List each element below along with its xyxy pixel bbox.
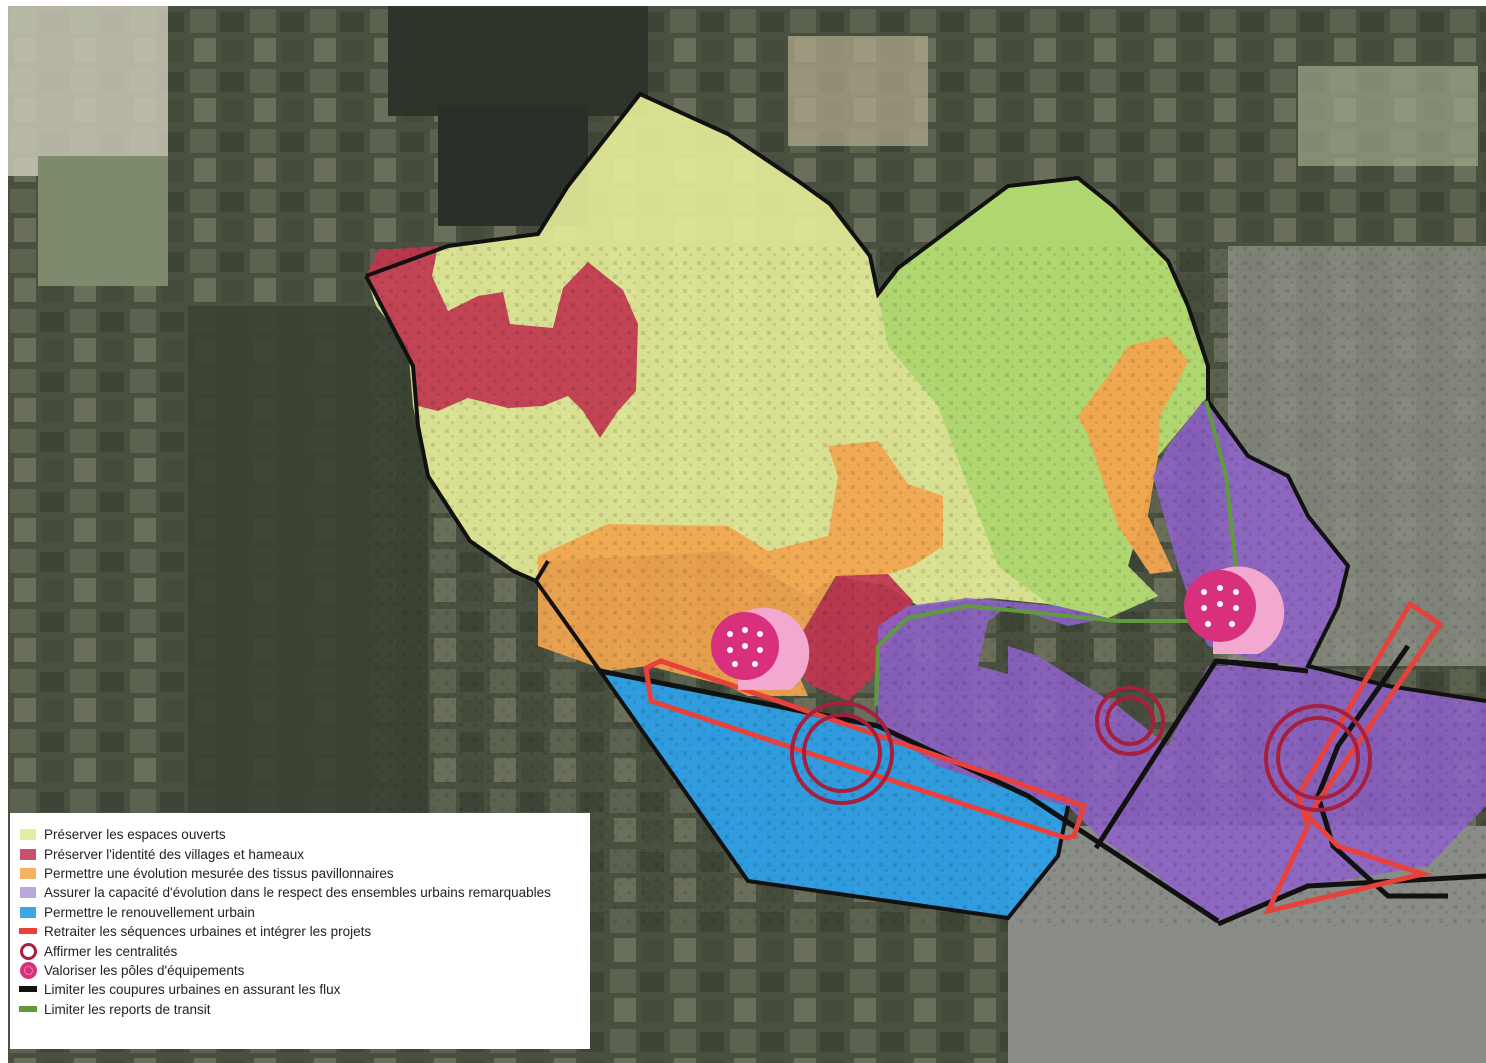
transit-line [874,400,1241,707]
legend-equipment-icon [18,961,38,980]
centrality-west [790,701,894,805]
map-legend: Préserver les espaces ouverts Préserver … [10,813,590,1049]
border-west [364,275,602,673]
bg-field-green [38,156,168,286]
legend-swatch-renewal [18,903,38,922]
legend-swatch-urban-ensembles [18,883,38,902]
equipment-pole-west [711,607,810,690]
aerial-map [8,6,1486,1063]
legend-swatch-urban-breaks [18,980,38,999]
houses-texture [368,246,1486,926]
centrality-middle [1095,686,1165,756]
legend-ring-icon [18,942,38,961]
legend-label: Assurer la capacité d'évolution dans le … [44,885,551,901]
legend-label: Préserver les espaces ouverts [44,827,226,843]
legend-item-pavillonnaire: Permettre une évolution mesurée des tiss… [18,864,582,883]
urban-break-diagonal [1093,658,1309,850]
legend-item-villages: Préserver l'identité des villages et ham… [18,844,582,863]
legend-swatch-open-spaces [18,825,38,844]
legend-item-centralities: Affirmer les centralités [18,941,582,960]
legend-label: Limiter les coupures urbaines en assuran… [44,982,341,998]
legend-label: Permettre une évolution mesurée des tiss… [44,865,394,881]
sequence-central [643,658,1088,841]
centrality-east [1264,704,1372,812]
legend-label: Limiter les reports de transit [44,1001,211,1017]
legend-label: Affirmer les centralités [44,943,178,959]
legend-item-renewal: Permettre le renouvellement urbain [18,903,582,922]
legend-swatch-pavillonnaire [18,864,38,883]
urban-break-east [1315,644,1448,899]
legend-item-urban-breaks: Limiter les coupures urbaines en assuran… [18,980,582,999]
bg-field-north [388,6,648,116]
legend-label: Permettre le renouvellement urbain [44,904,255,920]
legend-item-sequences: Retraiter les séquences urbaines et inté… [18,922,582,941]
legend-label: Préserver l'identité des villages et ham… [44,846,304,862]
bg-field-east [1298,66,1478,166]
border-study-area [365,91,1486,703]
legend-item-open-spaces: Préserver les espaces ouverts [18,825,582,844]
bg-field-tan [788,36,928,146]
legend-item-urban-ensembles: Assurer la capacité d'évolution dans le … [18,883,582,902]
equipment-pole-east [1184,566,1285,654]
legend-item-equipment-poles: Valoriser les pôles d'équipements [18,961,582,980]
legend-label: Retraiter les séquences urbaines et inté… [44,924,372,940]
legend-swatch-villages [18,845,38,864]
border-renewal [598,669,1070,921]
legend-swatch-sequences [18,922,38,941]
legend-label: Valoriser les pôles d'équipements [44,962,245,978]
legend-item-transit: Limiter les reports de transit [18,1000,582,1019]
legend-swatch-transit [18,1000,38,1019]
bg-field-northwest [8,6,168,176]
